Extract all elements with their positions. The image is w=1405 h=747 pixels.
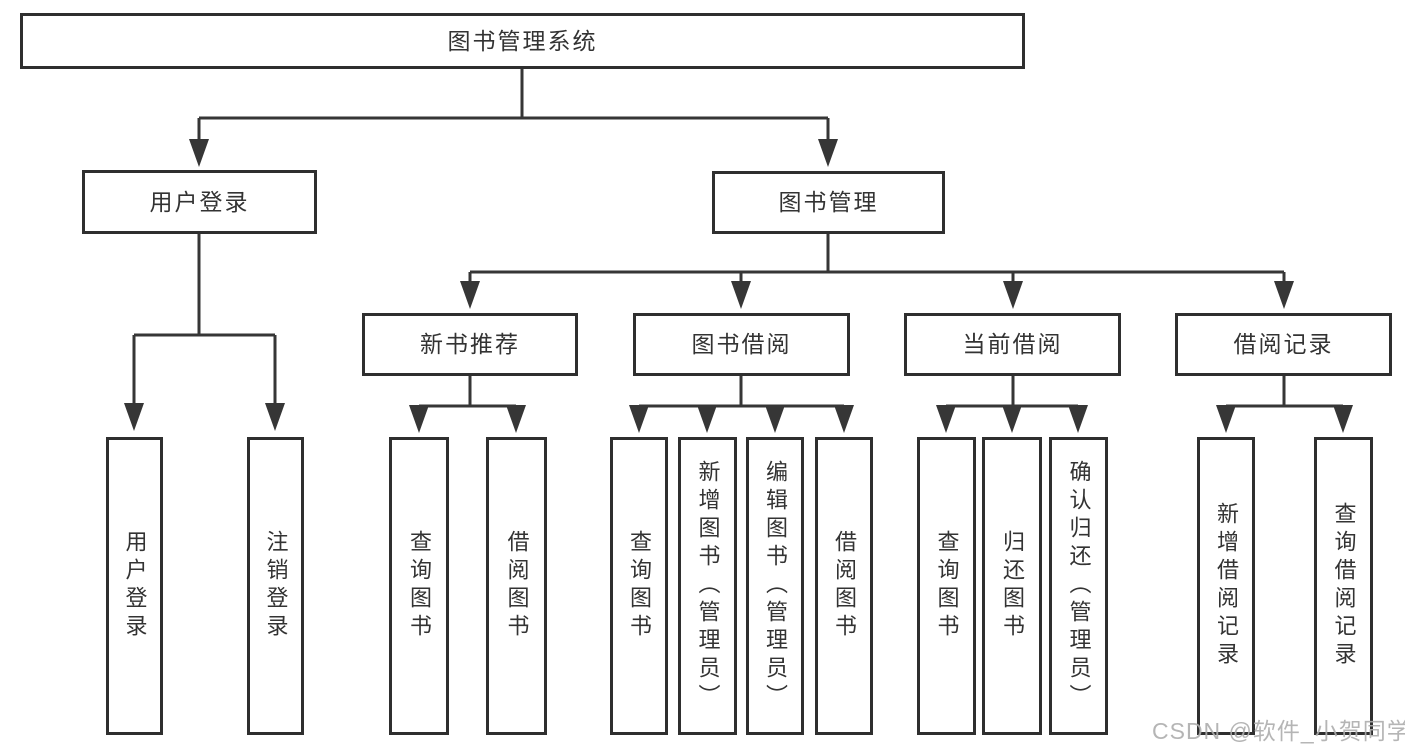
node-label: 图书借阅 (691, 331, 792, 357)
node-label: 借阅图书 (504, 530, 530, 642)
node-label: 编辑图书（管理员） (763, 460, 788, 712)
leaf-borrow-book-1: 借阅图书 (486, 437, 547, 735)
leaf-query-book-2: 查询图书 (610, 437, 668, 735)
node-book-management: 图书管理 (712, 171, 945, 234)
node-label: 新书推荐 (420, 331, 520, 357)
node-new-book-recommend: 新书推荐 (362, 313, 578, 376)
leaf-return-book: 归还图书 (982, 437, 1042, 735)
node-label: 用户登录 (122, 530, 148, 642)
node-label: 确认归还（管理员） (1066, 460, 1092, 712)
node-current-borrow: 当前借阅 (904, 313, 1121, 376)
node-label: 查询图书 (627, 530, 652, 642)
node-label: 新增借阅记录 (1214, 502, 1239, 670)
leaf-add-book-admin: 新增图书（管理员） (678, 437, 737, 735)
node-label: 借阅记录 (1233, 331, 1334, 357)
node-label: 借阅图书 (832, 530, 857, 642)
csdn-watermark: CSDN @软件_小贺同学 (1152, 718, 1405, 744)
leaf-query-borrow-record: 查询借阅记录 (1314, 437, 1373, 735)
leaf-add-borrow-record: 新增借阅记录 (1197, 437, 1255, 735)
leaf-query-book-1: 查询图书 (389, 437, 449, 735)
node-label: 查询图书 (407, 530, 432, 642)
node-label: 注销登录 (263, 530, 289, 642)
leaf-borrow-book-2: 借阅图书 (815, 437, 873, 735)
node-label: 图书管理 (778, 189, 879, 215)
node-borrow-record: 借阅记录 (1175, 313, 1392, 376)
node-label: 当前借阅 (962, 331, 1063, 357)
node-user-login: 用户登录 (82, 170, 317, 234)
leaf-edit-book-admin: 编辑图书（管理员） (746, 437, 804, 735)
node-label: 新增图书（管理员） (695, 460, 721, 712)
leaf-confirm-return-admin: 确认归还（管理员） (1049, 437, 1108, 735)
leaf-logout: 注销登录 (247, 437, 304, 735)
node-label: 查询图书 (934, 530, 960, 642)
leaf-user-login: 用户登录 (106, 437, 163, 735)
node-label: 用户登录 (149, 188, 250, 215)
node-library-system: 图书管理系统 (20, 13, 1025, 69)
node-label: 归还图书 (1000, 530, 1025, 642)
node-label: 图书管理系统 (447, 27, 598, 54)
leaf-query-book-3: 查询图书 (917, 437, 976, 735)
node-label: 查询借阅记录 (1331, 502, 1357, 670)
node-book-borrow: 图书借阅 (633, 313, 850, 376)
